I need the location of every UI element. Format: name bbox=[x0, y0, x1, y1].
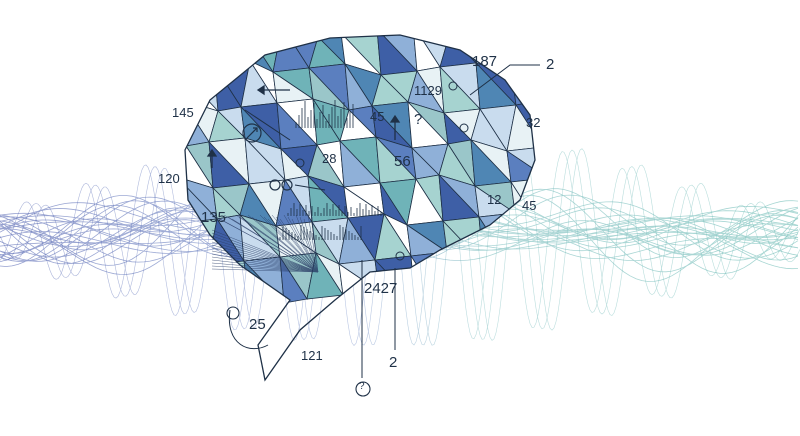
spike-bars bbox=[279, 100, 382, 240]
annotation-28: 28 bbox=[322, 151, 337, 166]
annotation-2-top: 2 bbox=[546, 56, 555, 73]
question-icon bbox=[355, 381, 371, 397]
annotation-45-b: 45 bbox=[522, 198, 537, 213]
annotation-2-bottom: 2 bbox=[389, 354, 398, 371]
compass-icon bbox=[242, 123, 262, 143]
annotation-25: 25 bbox=[249, 316, 266, 333]
bulb-icon bbox=[295, 81, 469, 261]
annotation-1129: 1129 bbox=[414, 83, 442, 98]
arrow-icon bbox=[206, 84, 401, 168]
annotation-32: 32 bbox=[526, 115, 541, 130]
annotation-120: 120 bbox=[158, 171, 180, 186]
annotation-question: ? bbox=[414, 111, 423, 128]
annotation-question-bottom: ? bbox=[359, 381, 365, 392]
annotation-121: 121 bbox=[301, 348, 323, 363]
annotation-145: 145 bbox=[172, 105, 194, 120]
annotation-56: 56 bbox=[394, 153, 411, 170]
leader-lines bbox=[228, 64, 540, 378]
annotation-135: 135 bbox=[201, 209, 227, 226]
annotation-45-a: 45 bbox=[370, 109, 385, 124]
annotation-187: 187 bbox=[472, 53, 498, 70]
cerebellum-hatch bbox=[211, 214, 319, 273]
annotation-12: 12 bbox=[487, 192, 502, 207]
bottom-left-circle-icon bbox=[226, 306, 240, 320]
glasses-icon bbox=[269, 179, 293, 191]
brain-outline bbox=[184, 34, 536, 382]
annotation-2427: 2427 bbox=[364, 280, 398, 297]
